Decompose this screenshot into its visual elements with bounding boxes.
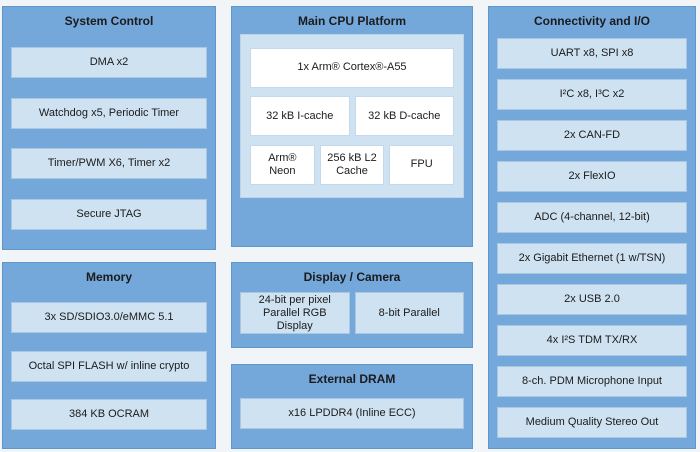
block-item: 8-ch. PDM Microphone Input (497, 366, 687, 397)
middle-column: Main CPU Platform 1x Arm® Cortex®-A55 32… (231, 6, 473, 449)
block-title-connectivity: Connectivity and I/O (533, 14, 650, 28)
block-system-control: System Control DMA x2 Watchdog x5, Perio… (2, 6, 216, 250)
block-item: I²C x8, I³C x2 (497, 79, 687, 110)
block-item: 2x Gigabit Ethernet (1 w/TSN) (497, 243, 687, 274)
display-camera-items: 24-bit per pixel Parallel RGB Display 8-… (232, 292, 472, 334)
block-item: Medium Quality Stereo Out (497, 407, 687, 438)
right-column: Connectivity and I/O UART x8, SPI x8 I²C… (488, 6, 696, 449)
block-item: Watchdog x5, Periodic Timer (11, 97, 207, 129)
cpu-neon-box: Arm® Neon (250, 144, 315, 185)
block-title-memory: Memory (85, 270, 132, 284)
block-title-display-camera: Display / Camera (303, 270, 401, 284)
block-item: DMA x2 (11, 47, 207, 79)
block-title-main-cpu: Main CPU Platform (297, 14, 406, 28)
block-item: Timer/PWM X6, Timer x2 (11, 148, 207, 180)
cpu-l2cache-box: 256 kB L2 Cache (319, 144, 385, 185)
cpu-units-row: Arm® Neon 256 kB L2 Cache FPU (250, 144, 455, 185)
cpu-icache-box: 32 kB I-cache (250, 96, 350, 136)
block-title-external-dram: External DRAM (308, 372, 396, 386)
system-control-items: DMA x2 Watchdog x5, Periodic Timer Timer… (3, 28, 215, 249)
block-item: ADC (4-channel, 12-bit) (497, 202, 687, 233)
block-item: 384 KB OCRAM (11, 399, 207, 431)
memory-items: 3x SD/SDIO3.0/eMMC 5.1 Octal SPI FLASH w… (3, 284, 215, 448)
block-item: 24-bit per pixel Parallel RGB Display (240, 292, 350, 334)
block-display-camera: Display / Camera 24-bit per pixel Parall… (231, 262, 473, 348)
cpu-dcache-box: 32 kB D-cache (354, 96, 454, 136)
block-item: 3x SD/SDIO3.0/eMMC 5.1 (11, 301, 207, 333)
cpu-core-row: 1x Arm® Cortex®-A55 (250, 47, 454, 88)
block-item: 4x I²S TDM TX/RX (497, 325, 687, 356)
block-item: 2x FlexIO (497, 161, 687, 192)
left-column: System Control DMA x2 Watchdog x5, Perio… (2, 6, 216, 449)
cpu-inner-container: 1x Arm® Cortex®-A55 32 kB I-cache 32 kB … (240, 34, 464, 198)
block-item: Octal SPI FLASH w/ inline crypto (11, 350, 207, 382)
block-item: 8-bit Parallel (354, 292, 464, 334)
block-item: UART x8, SPI x8 (497, 38, 687, 69)
cpu-core-box: 1x Arm® Cortex®-A55 (250, 47, 454, 88)
block-item: Secure JTAG (11, 198, 207, 230)
external-dram-items: x16 LPDDR4 (Inline ECC) (232, 398, 472, 429)
block-item: x16 LPDDR4 (Inline ECC) (240, 398, 464, 429)
block-item: 2x USB 2.0 (497, 284, 687, 315)
block-memory: Memory 3x SD/SDIO3.0/eMMC 5.1 Octal SPI … (2, 262, 216, 449)
block-item: 2x CAN-FD (497, 120, 687, 151)
block-external-dram: External DRAM x16 LPDDR4 (Inline ECC) (231, 364, 473, 449)
block-connectivity-io: Connectivity and I/O UART x8, SPI x8 I²C… (488, 6, 696, 449)
block-title-system-control: System Control (64, 14, 154, 28)
block-main-cpu-platform: Main CPU Platform 1x Arm® Cortex®-A55 32… (231, 6, 473, 247)
cpu-fpu-box: FPU (389, 144, 455, 185)
connectivity-items: UART x8, SPI x8 I²C x8, I³C x2 2x CAN-FD… (489, 28, 695, 448)
cpu-cache-row: 32 kB I-cache 32 kB D-cache (250, 96, 454, 136)
